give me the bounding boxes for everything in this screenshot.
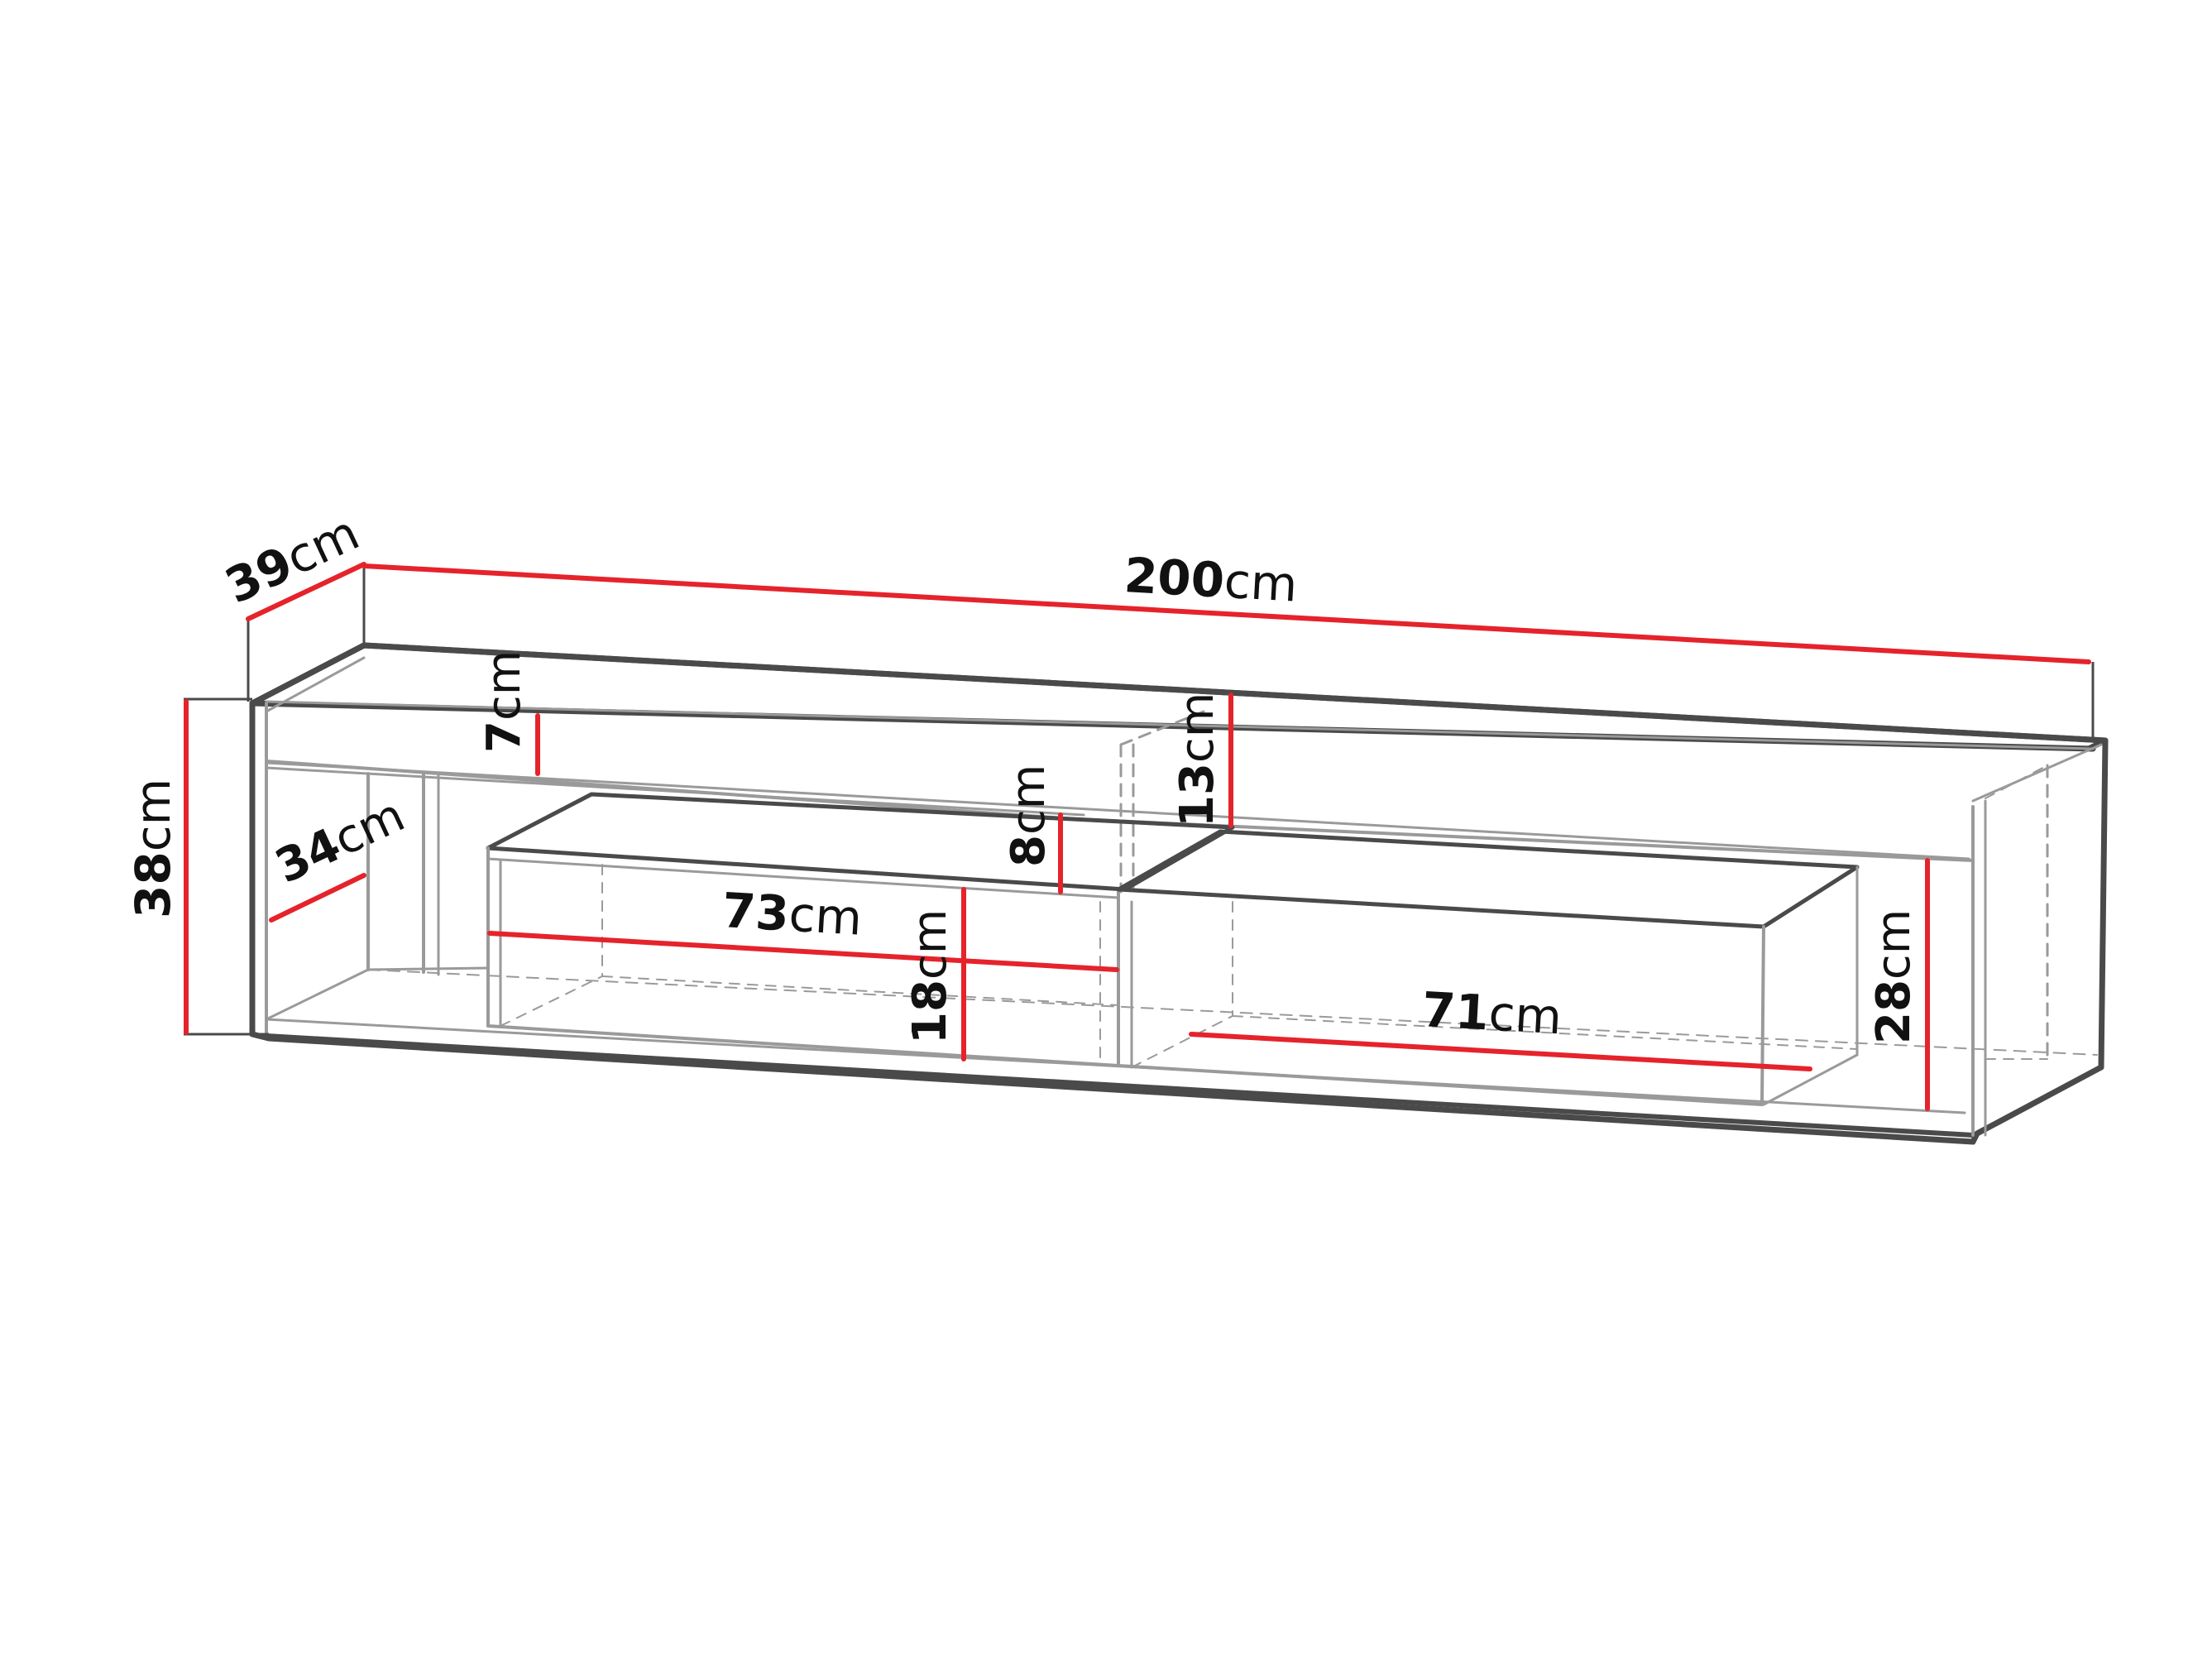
dimension-lines bbox=[184, 562, 2091, 1111]
right-drawer-inner-dash-2 bbox=[1131, 1015, 1233, 1068]
left-divider-bottom bbox=[366, 966, 490, 971]
dim-line-inner-depth bbox=[269, 873, 366, 923]
plinth-bottom-edge bbox=[264, 1033, 1975, 1138]
left-panel-inner-bottom bbox=[265, 968, 370, 1021]
top-slab-inner-line bbox=[265, 700, 2095, 750]
cabinet-silhouette bbox=[249, 642, 2109, 1145]
label-drawer-height: 18cm bbox=[903, 909, 957, 1044]
label-gap-middle: 8cm bbox=[1002, 764, 1056, 867]
right-panel-top bbox=[1971, 743, 2103, 803]
right-drawer-front bbox=[1117, 896, 1765, 1106]
dim-line-depth bbox=[246, 562, 366, 621]
label-drawer-right: 71cm bbox=[1420, 981, 1563, 1045]
right-drawer-inner-dash-3 bbox=[1232, 1015, 1858, 1050]
left-drawer-front bbox=[486, 846, 1120, 1067]
left-drawer-inner-dash-3 bbox=[601, 975, 1119, 1006]
cabinet-outline bbox=[249, 642, 2109, 1145]
label-width: 200cm bbox=[1123, 547, 1299, 613]
label-top-shelf: 7cm bbox=[477, 650, 531, 753]
right-drawer-side-bottom bbox=[1762, 1053, 1859, 1106]
label-drawer-left: 73cm bbox=[721, 882, 864, 947]
dim-line-width bbox=[361, 563, 2091, 664]
dim-line-drawer-left bbox=[487, 931, 1119, 972]
label-side-height: 28cm bbox=[1867, 909, 1921, 1044]
top-slab-underside-line bbox=[265, 761, 1970, 860]
middle-divider-top bbox=[1119, 710, 1205, 746]
top-slab-underside-line-2 bbox=[265, 766, 1085, 817]
left-panel-inner-top bbox=[265, 656, 366, 713]
left-drawer-inner-dash-2 bbox=[500, 975, 603, 1027]
left-drawer-front-top bbox=[486, 857, 1120, 899]
dim-line-drawer-right bbox=[1189, 1032, 1812, 1071]
right-panel-back-dash-3 bbox=[1985, 764, 2048, 799]
extension-lines bbox=[184, 563, 2095, 1036]
label-height: 38cm bbox=[125, 779, 181, 918]
label-inner-depth: 34cm bbox=[267, 788, 412, 894]
label-gap-right: 13cm bbox=[1171, 693, 1224, 827]
